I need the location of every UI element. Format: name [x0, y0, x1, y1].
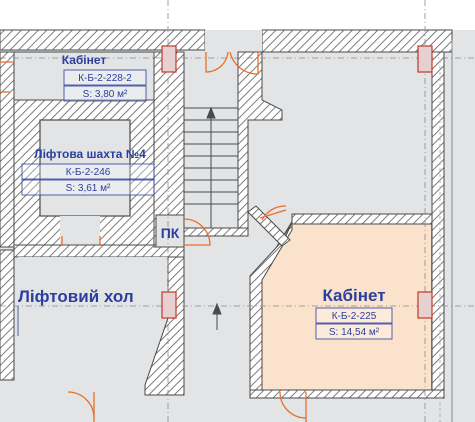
door-gap-top [205, 30, 262, 52]
wall-office-right [431, 51, 445, 398]
wall-left-upper [0, 51, 15, 248]
lift-opening [60, 216, 100, 246]
room-code-lift-shaft: К-Б-2-246 [66, 167, 111, 178]
room-name-small-office: Кабінет [62, 53, 107, 67]
room-name-office: Кабінет [322, 286, 385, 305]
room-area-small-office: S: 3,80 м² [83, 89, 128, 100]
staircase [183, 106, 239, 330]
lift-hall-floor [18, 257, 168, 392]
room-area-office: S: 14,54 м² [329, 327, 380, 338]
room-area-lift-shaft: S: 3,61 м² [66, 183, 111, 194]
room-code-small-office: К-Б-2-228-2 [78, 73, 132, 84]
wall-stair-bottom [183, 227, 249, 237]
small-office-floor [13, 51, 155, 101]
small-office-code-box [63, 69, 147, 86]
room-name-lift-hall: Ліфтовий хол [18, 287, 134, 306]
room-name-pk: ПК [161, 225, 180, 241]
lift-shaft-area-box [21, 179, 155, 196]
room-code-office: К-Б-2-225 [332, 311, 377, 322]
small-office-area-box [63, 85, 147, 102]
doors [0, 51, 307, 422]
room-name-lift-shaft: Ліфтова шахта №4 [34, 147, 146, 161]
columns [161, 45, 433, 319]
office-code-box [315, 307, 393, 324]
lift-shaft-code-box [21, 163, 155, 180]
office-area-box [315, 323, 393, 340]
wall-diagonal-stair [247, 205, 291, 247]
lift-shaft-interior [39, 119, 131, 217]
wall-office-top [291, 213, 435, 225]
pk-niche [155, 214, 185, 248]
wall-left-lower [0, 249, 15, 381]
top-strip [0, 0, 475, 30]
wall-office-bottom [249, 389, 445, 399]
